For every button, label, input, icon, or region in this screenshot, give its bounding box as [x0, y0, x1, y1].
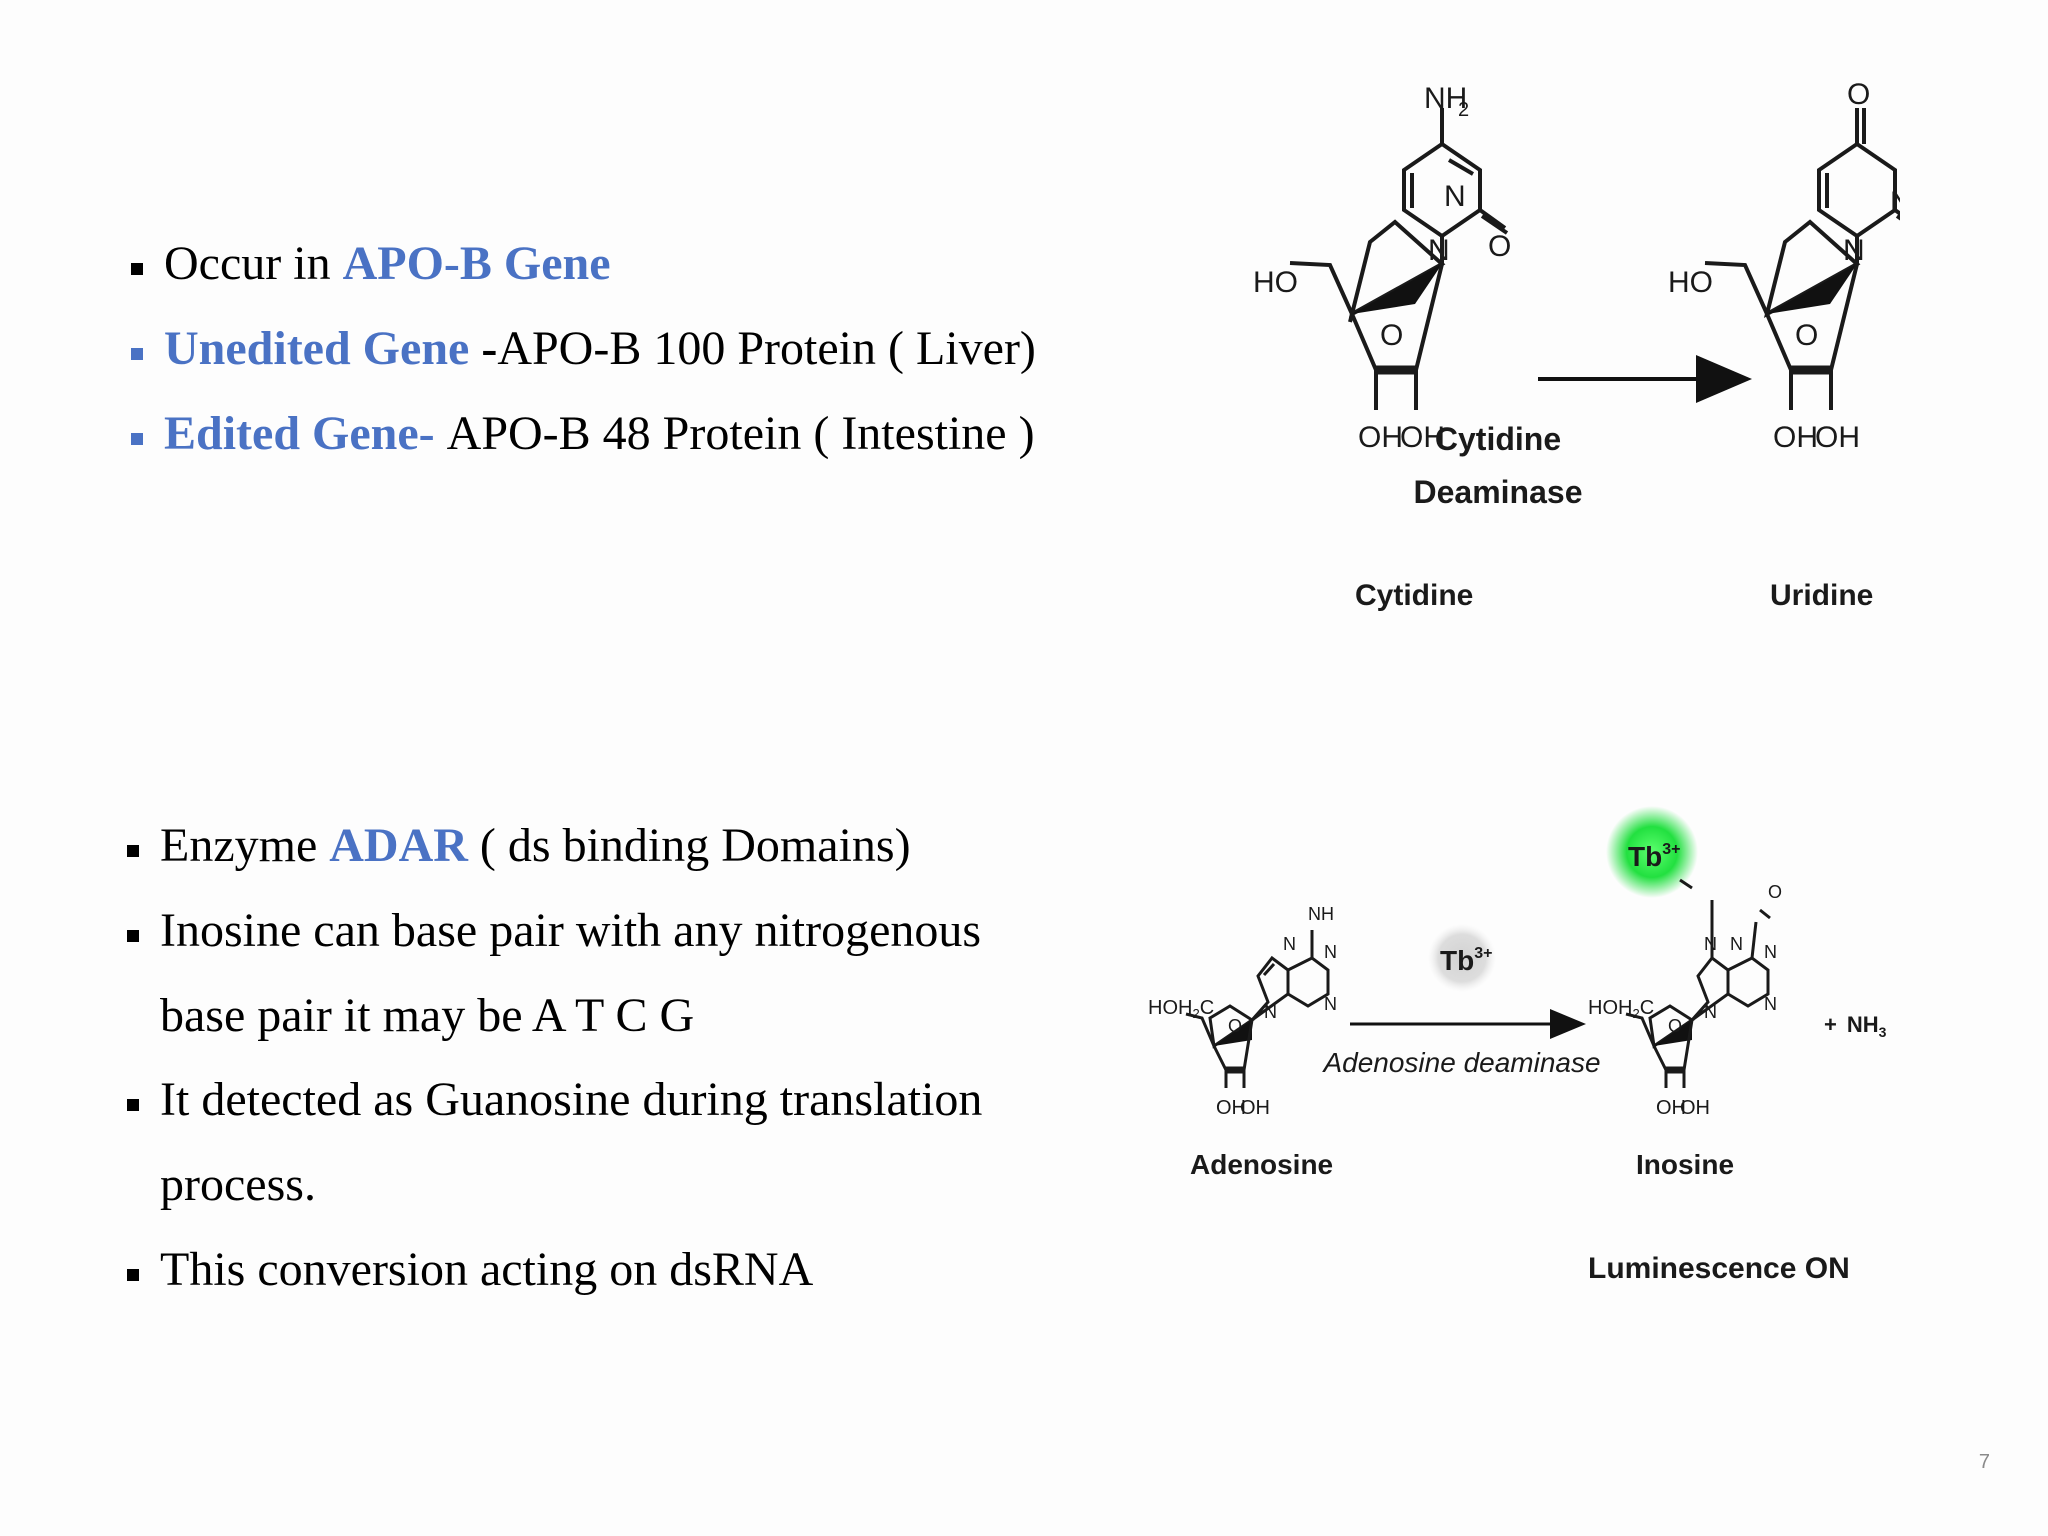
terbium-ion-grey	[1428, 924, 1496, 992]
bullet-text: -	[481, 322, 498, 375]
enzyme-label-line2: Deaminase	[1414, 474, 1583, 510]
bullet-item: Unedited Gene -APO-B 100 Protein ( Liver…	[164, 321, 1036, 376]
bullet-continuation-line: process.	[160, 1157, 316, 1212]
enzyme-label-line1: Cytidine	[1435, 421, 1561, 457]
cytidine-label: Cytidine	[1355, 579, 1473, 612]
bullet-item: Enzyme ADAR ( ds binding Domains)	[160, 818, 911, 873]
svg-text:OH: OH	[1358, 421, 1403, 454]
ammonia-byproduct: +NH3	[1824, 1012, 1887, 1040]
bullet-continuation-line: base pair it may be A T C G	[160, 988, 694, 1043]
bullet-marker	[127, 845, 139, 857]
svg-text:N: N	[1324, 942, 1337, 962]
bullet-text: Inosine can base pair with any nitrogeno…	[160, 904, 982, 957]
adenosine-deamination-diagram: NH N N N N HOH2C O OH OH Adenosine Tb3+ …	[1148, 806, 1887, 1285]
uridine-label: Uridine	[1770, 579, 1873, 612]
bullet-marker	[131, 433, 143, 445]
svg-text:N: N	[1704, 934, 1717, 954]
svg-text:HOH2C: HOH2C	[1148, 997, 1214, 1021]
bullet-text: APO-B 100 Protein ( Liver)	[497, 322, 1036, 375]
svg-text:OH: OH	[1656, 1097, 1686, 1119]
svg-text:O: O	[1380, 319, 1403, 352]
cytidine-structure	[1289, 108, 1509, 410]
bullet-text: ( ds binding Domains)	[467, 819, 911, 872]
bullet-item: It detected as Guanosine during translat…	[160, 1072, 982, 1127]
bullet-item: Occur in APO-B Gene	[164, 236, 611, 291]
svg-text:O: O	[1795, 319, 1818, 352]
bullet-item: This conversion acting on dsRNA	[160, 1242, 813, 1297]
inosine-label: Inosine	[1636, 1149, 1734, 1180]
svg-text:HOH2C: HOH2C	[1588, 997, 1654, 1021]
svg-text:N: N	[1324, 994, 1337, 1014]
svg-text:OH: OH	[1815, 421, 1860, 454]
bullet-text: process.	[160, 1158, 316, 1211]
nh2-label: NH	[1424, 82, 1467, 115]
uridine-structure	[1704, 108, 1900, 410]
svg-text:N: N	[1444, 180, 1466, 213]
svg-text:OH: OH	[1216, 1097, 1246, 1119]
bullet-text: Enzyme	[160, 819, 330, 872]
svg-text:N: N	[1704, 1002, 1717, 1022]
svg-text:N: N	[1764, 994, 1777, 1014]
svg-text:NH: NH	[1890, 186, 1900, 219]
highlighted-term: APO-B Gene	[342, 237, 611, 290]
svg-text:OH: OH	[1773, 421, 1818, 454]
luminescence-caption: Luminescence ON	[1588, 1252, 1850, 1285]
svg-text:Tb3+: Tb3+	[1440, 945, 1492, 976]
terbium-ion-glow	[1606, 806, 1698, 898]
svg-text:HO: HO	[1253, 266, 1298, 299]
highlighted-term: Edited Gene-	[164, 407, 447, 460]
adenosine-structure	[1185, 930, 1330, 1088]
adenosine-label: Adenosine	[1190, 1149, 1333, 1180]
bullet-marker	[127, 1099, 139, 1111]
svg-text:O: O	[1488, 230, 1511, 263]
page-number: 7	[1978, 1451, 1990, 1473]
bullet-marker	[131, 263, 143, 275]
bullet-marker	[131, 348, 143, 360]
svg-text:N: N	[1843, 234, 1865, 267]
inosine-structure	[1625, 878, 1771, 1088]
svg-text:HO: HO	[1668, 266, 1713, 299]
bullet-text: This conversion acting on dsRNA	[160, 1243, 814, 1296]
bullet-item: Inosine can base pair with any nitrogeno…	[160, 903, 981, 958]
bullet-marker	[127, 1269, 139, 1281]
svg-text:N: N	[1428, 234, 1450, 267]
svg-text:Tb3+: Tb3+	[1628, 841, 1680, 872]
svg-text:OH: OH	[1400, 421, 1445, 454]
adenosine-deaminase-label: Adenosine deaminase	[1321, 1047, 1600, 1078]
bullet-text: base pair it may be A T C G	[160, 989, 695, 1042]
bullet-text: APO-B 48 Protein ( Intestine )	[446, 407, 1035, 460]
svg-text:O: O	[1228, 1016, 1242, 1036]
svg-text:O: O	[1768, 882, 1782, 902]
svg-text:O: O	[1668, 1016, 1682, 1036]
svg-text:O: O	[1847, 78, 1870, 111]
svg-text:NH: NH	[1308, 904, 1334, 924]
svg-text:N: N	[1764, 942, 1777, 962]
svg-text:N: N	[1283, 934, 1296, 954]
svg-text:OH: OH	[1680, 1097, 1710, 1119]
svg-text:2: 2	[1458, 99, 1469, 121]
highlighted-term: ADAR	[329, 819, 468, 872]
bullet-text: It detected as Guanosine during translat…	[160, 1073, 983, 1126]
svg-text:N: N	[1264, 1002, 1277, 1022]
bullet-item: Edited Gene- APO-B 48 Protein ( Intestin…	[164, 406, 1035, 461]
bullet-marker	[127, 930, 139, 942]
cytidine-deamination-diagram: NH 2 N N O HO O OH OH Cytidine Cytidine …	[1253, 78, 1900, 612]
bullet-text: Occur in	[164, 237, 343, 290]
highlighted-term: Unedited Gene	[164, 322, 482, 375]
svg-text:N: N	[1730, 934, 1743, 954]
svg-text:OH: OH	[1240, 1097, 1270, 1119]
